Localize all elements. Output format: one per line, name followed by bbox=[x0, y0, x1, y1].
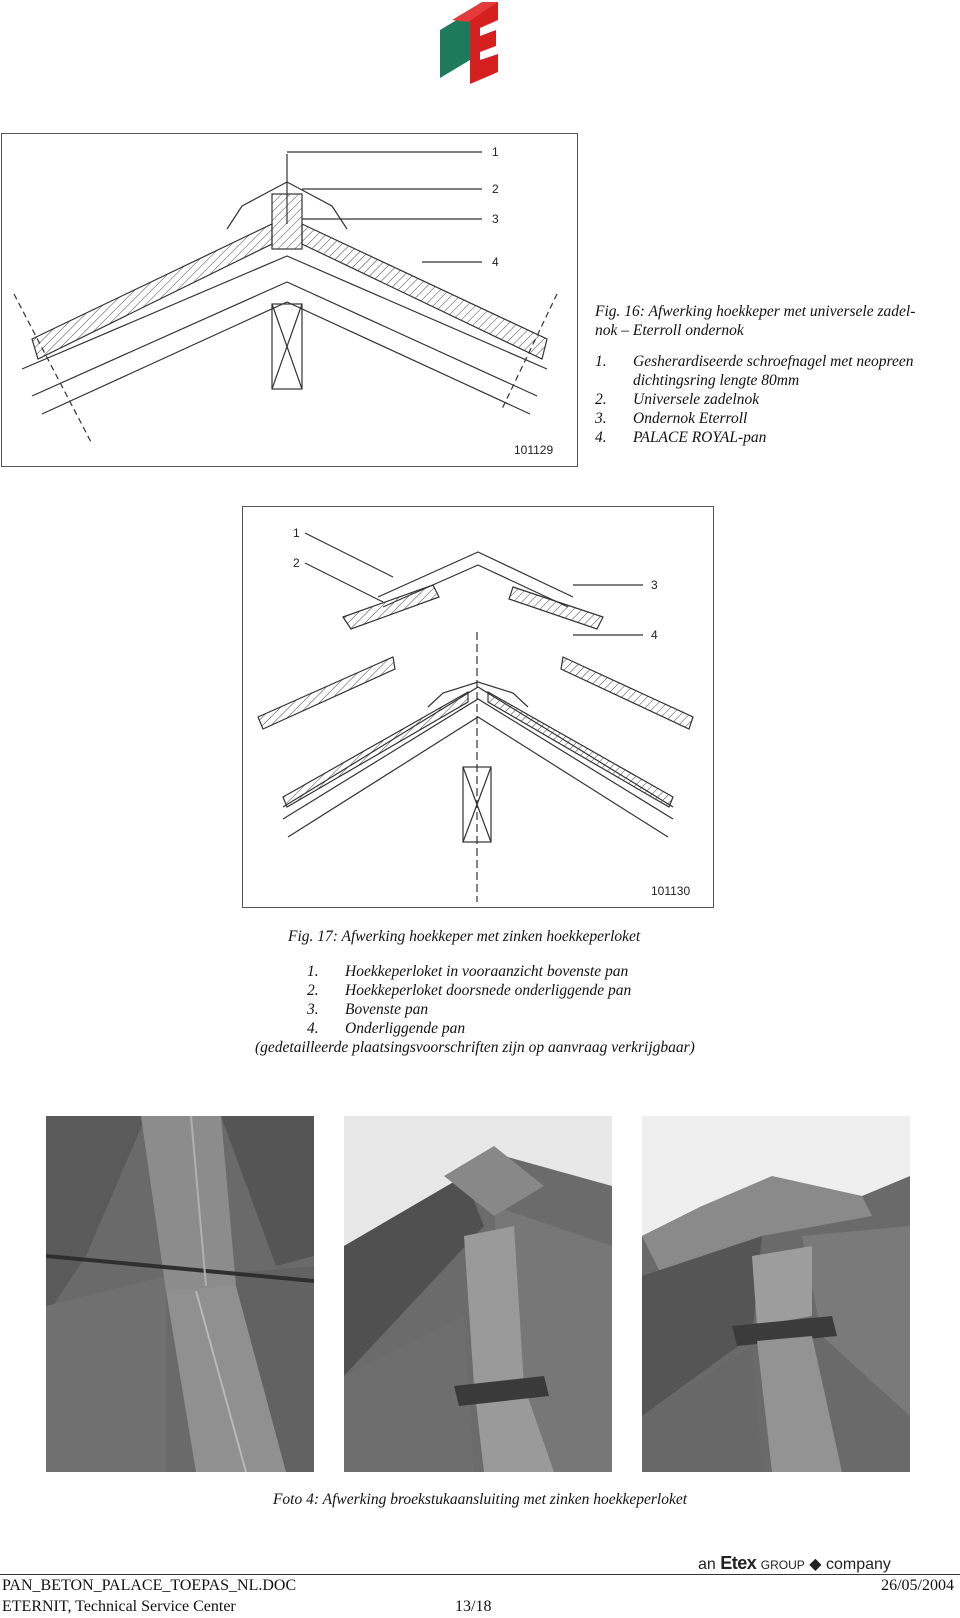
fig16-callout-4: 4 bbox=[492, 255, 499, 269]
figure-16-legend: 1. Gesherardiseerde schroefnagel met neo… bbox=[595, 352, 955, 447]
list-item: 3. Ondernok Eterroll bbox=[595, 409, 955, 428]
footer-doc-name: PAN_BETON_PALACE_TOEPAS_NL.DOC bbox=[2, 1577, 297, 1594]
item-text: Universele zadelnok bbox=[633, 391, 760, 408]
item-number: 3. bbox=[595, 410, 607, 427]
fig17-callout-3: 3 bbox=[651, 578, 658, 592]
figure-16-title: Fig. 16: Afwerking hoekkeper met univers… bbox=[595, 302, 955, 340]
footer-divider bbox=[0, 1574, 960, 1575]
list-item: 3. Bovenste pan bbox=[307, 1000, 755, 1019]
fig16-callout-2: 2 bbox=[492, 182, 499, 196]
list-item: 4. Onderliggende pan bbox=[307, 1019, 755, 1038]
list-item: 1. Hoekkeperloket in vooraanzicht bovenst… bbox=[307, 962, 755, 981]
brand-separator: ◆ bbox=[809, 1556, 822, 1573]
list-item: 4. PALACE ROYAL-pan bbox=[595, 428, 955, 447]
brand-suffix: GROUP bbox=[760, 1558, 805, 1572]
item-text: Onderliggende pan bbox=[345, 1020, 466, 1037]
photo-caption: Foto 4: Afwerking broekstukaansluiting m… bbox=[272, 1491, 688, 1508]
item-text: Bovenste pan bbox=[345, 1001, 429, 1018]
item-number: 4. bbox=[595, 429, 607, 446]
item-number: 1. bbox=[307, 963, 319, 980]
item-number: 2. bbox=[307, 982, 319, 999]
item-number: 1. bbox=[595, 353, 607, 370]
fig17-code: 101130 bbox=[651, 884, 690, 898]
item-number: 4. bbox=[307, 1020, 319, 1037]
photo-hip-junction-2 bbox=[344, 1116, 612, 1472]
item-text: Gesherardiseerde schroefnagel met neopre… bbox=[633, 352, 914, 390]
figure-17-legend: 1. Hoekkeperloket in vooraanzicht bovenst… bbox=[255, 962, 755, 1038]
brand-company: company bbox=[825, 1556, 891, 1573]
list-item: 2. Hoekkeperloket doorsnede onderliggende… bbox=[307, 981, 755, 1000]
fig17-callout-1: 1 bbox=[293, 526, 300, 540]
figure-16-title-line2: nok – Eterroll ondernok bbox=[595, 322, 744, 339]
list-item: 1. Gesherardiseerde schroefnagel met neo… bbox=[595, 352, 955, 390]
photo-hip-junction-1 bbox=[46, 1116, 314, 1472]
item-text-line2: dichtingsring lengte 80mm bbox=[633, 372, 800, 389]
fig16-callout-3: 3 bbox=[492, 212, 499, 226]
fig16-callout-1: 1 bbox=[492, 145, 499, 159]
fig17-callout-4: 4 bbox=[651, 628, 658, 642]
figure-16-caption: Fig. 16: Afwerking hoekkeper met univers… bbox=[595, 302, 955, 447]
photo-hip-junction-3 bbox=[642, 1116, 910, 1472]
brand-prefix: an bbox=[698, 1556, 716, 1573]
fig17-callout-2: 2 bbox=[293, 556, 300, 570]
item-number: 2. bbox=[595, 391, 607, 408]
item-text: Hoekkeperloket doorsnede onderliggende p… bbox=[345, 982, 632, 999]
figure-17-note: (gedetailleerde plaatsingsvoorschriften … bbox=[255, 1039, 695, 1056]
item-text: Hoekkeperloket in vooraanzicht bovenste … bbox=[345, 963, 629, 980]
etex-company-icon: an Etex GROUP ◆ company bbox=[698, 1553, 960, 1575]
footer-page-number: 13/18 bbox=[455, 1598, 492, 1615]
item-text: Ondernok Eterroll bbox=[633, 410, 748, 427]
item-text-line1: Gesherardiseerde schroefnagel met neopre… bbox=[633, 353, 914, 370]
item-text: PALACE ROYAL-pan bbox=[633, 429, 767, 446]
item-number: 3. bbox=[307, 1001, 319, 1018]
eternit-logo-icon bbox=[440, 2, 498, 84]
figure-17-caption: Fig. 17: Afwerking hoekkeper met zinken … bbox=[255, 927, 755, 1057]
figure-17-title: Fig. 17: Afwerking hoekkeper met zinken … bbox=[288, 928, 641, 945]
footer-date: 26/05/2004 bbox=[881, 1577, 954, 1594]
list-item: 2. Universele zadelnok bbox=[595, 390, 955, 409]
fig16-code: 101129 bbox=[514, 443, 553, 457]
figure-16-drawing: 1 2 3 4 101129 bbox=[1, 133, 578, 467]
figure-16-title-line1: Fig. 16: Afwerking hoekkeper met univers… bbox=[595, 303, 916, 320]
brand-name: Etex bbox=[720, 1553, 757, 1573]
footer-center: ETERNIT, Technical Service Center bbox=[2, 1598, 236, 1615]
figure-17-drawing: 1 2 3 4 101130 bbox=[242, 506, 714, 908]
